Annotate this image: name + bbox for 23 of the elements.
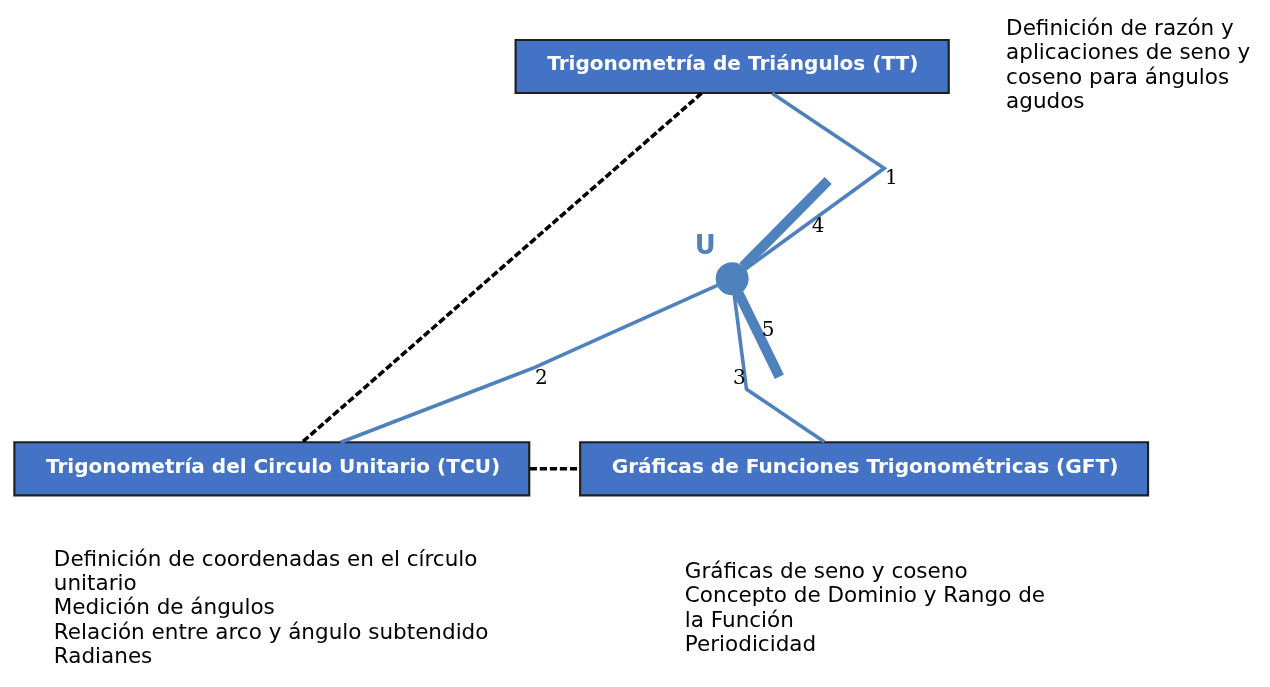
edge-label: 5 bbox=[761, 316, 775, 341]
node-label: Gráficas de seno y coseno bbox=[684, 557, 968, 583]
connector bbox=[734, 290, 784, 379]
connector bbox=[301, 91, 703, 443]
edge-label: 2 bbox=[535, 364, 548, 389]
node-circle bbox=[715, 261, 749, 295]
node-label: Radianes bbox=[53, 642, 153, 668]
edge-label: 1 bbox=[884, 164, 898, 189]
node-label: Medición de ángulos bbox=[53, 593, 275, 619]
node-box: Trigonometría del Circulo Unitario (TCU) bbox=[13, 440, 531, 496]
node-label: Definición de coordenadas en el círculo unitario bbox=[53, 545, 478, 595]
connector bbox=[732, 293, 826, 443]
node-label: Concepto de Dominio y Rango de la Función bbox=[684, 581, 1046, 632]
edge-label: 4 bbox=[811, 212, 825, 237]
connector bbox=[739, 176, 832, 270]
node-label: U bbox=[694, 229, 716, 260]
node-label: Periodicidad bbox=[684, 630, 817, 656]
connector bbox=[340, 283, 719, 444]
node-box: Trigonometría de Triángulos (TT) bbox=[514, 38, 950, 94]
node-box: Gráficas de Funciones Trigonométricas (GFT) bbox=[579, 440, 1150, 496]
node-label: Definición de razón y aplicaciones de seno y coseno para ángulos agudos bbox=[1006, 14, 1251, 113]
node-label: Relación entre arco y ángulo subtendido bbox=[53, 618, 489, 644]
connector bbox=[744, 91, 886, 271]
